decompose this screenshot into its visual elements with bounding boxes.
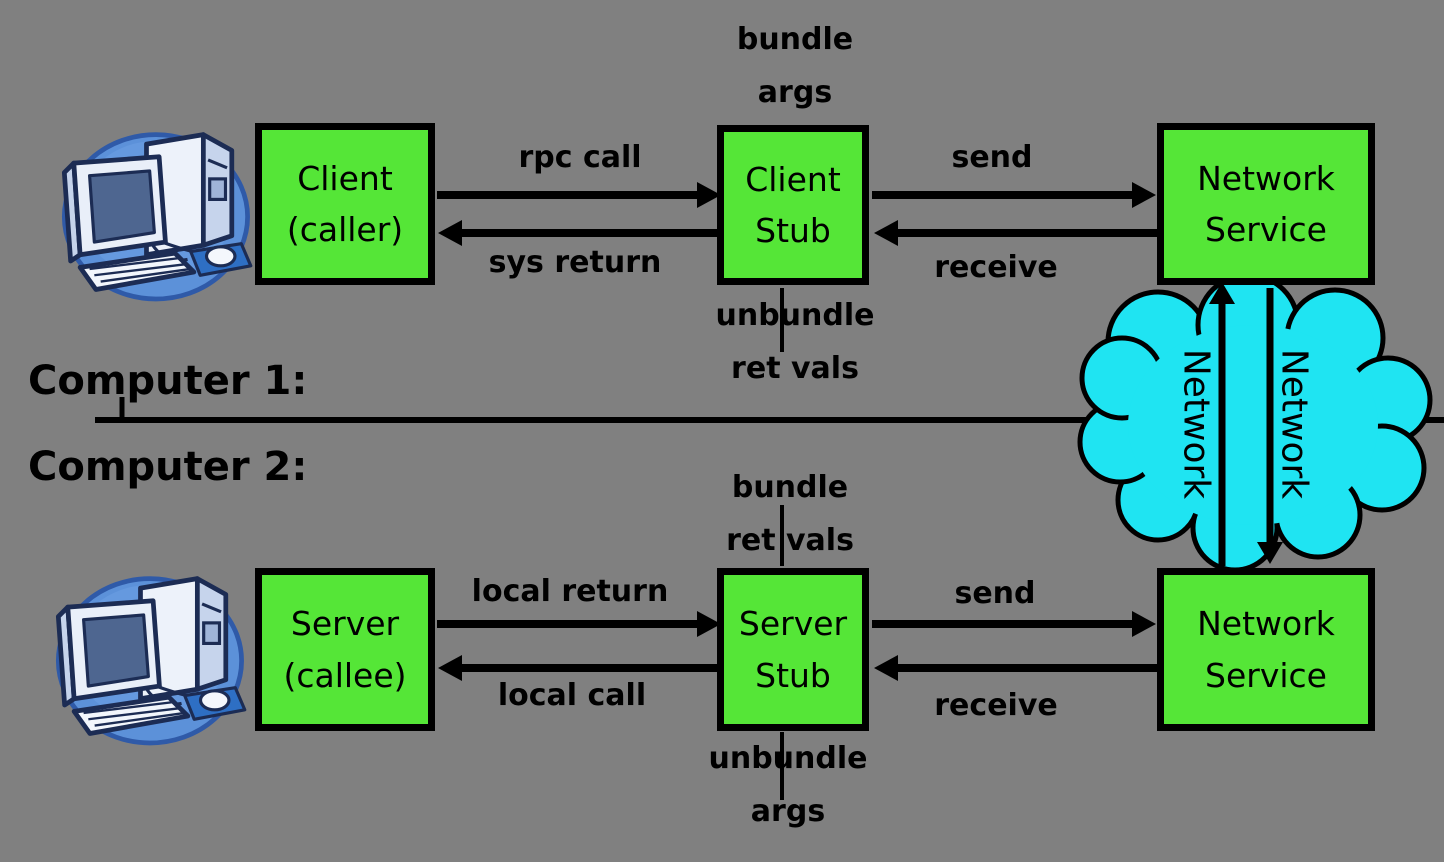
server-stub-line2: Stub xyxy=(755,655,831,695)
client-stub-box: Client Stub xyxy=(717,125,869,285)
arrow-local-call xyxy=(438,655,718,681)
server-stub-line1: Server xyxy=(738,604,848,644)
unbundle-args-label: unbundle args xyxy=(708,741,868,829)
network-service-top-box: Network Service xyxy=(1157,123,1375,285)
computer-1-label: Computer 1: xyxy=(28,358,308,404)
server-box-line1: Server xyxy=(290,604,400,644)
computer-icon-top xyxy=(64,135,250,299)
local-return-label: local return xyxy=(471,574,669,609)
arrow-sys-return xyxy=(438,220,718,246)
bundle-args-label: bundle args xyxy=(736,22,854,110)
arrow-rpc-call xyxy=(437,182,721,208)
client-box: Client (caller) xyxy=(255,123,435,285)
arrow-network-up xyxy=(1209,282,1235,566)
network-right-label: Network xyxy=(1273,348,1315,500)
rpc-call-label: rpc call xyxy=(518,140,642,175)
unbundle-ret-vals-label: unbundle ret vals xyxy=(715,298,875,386)
receive-bottom-label: receive xyxy=(934,688,1058,723)
network-service-top-line2: Service xyxy=(1205,210,1327,249)
receive-top-label: receive xyxy=(934,250,1058,285)
client-box-line1: Client xyxy=(297,158,393,198)
local-call-label: local call xyxy=(497,678,647,713)
arrow-send-top xyxy=(872,182,1156,208)
send-bottom-label: send xyxy=(954,576,1036,611)
arrow-receive-top xyxy=(874,220,1157,246)
sys-return-label: sys return xyxy=(488,245,662,280)
network-cloud xyxy=(1077,272,1433,573)
computer-icon-bottom xyxy=(58,579,244,743)
send-top-label: send xyxy=(951,140,1033,175)
network-service-bottom-box: Network Service xyxy=(1157,568,1375,731)
arrow-local-return xyxy=(437,611,721,637)
server-stub-box: Server Stub xyxy=(717,568,869,731)
network-service-top-line1: Network xyxy=(1197,158,1335,198)
client-stub-line2: Stub xyxy=(755,211,831,250)
arrow-receive-bottom xyxy=(874,655,1157,681)
client-box-line2: (caller) xyxy=(286,210,404,249)
client-stub-line1: Client xyxy=(745,159,841,199)
server-box: Server (callee) xyxy=(255,568,435,731)
arrow-network-down xyxy=(1257,288,1283,564)
bundle-ret-vals-label: bundle ret vals xyxy=(726,470,854,558)
network-service-bottom-line1: Network xyxy=(1197,604,1335,644)
arrow-send-bottom xyxy=(872,611,1156,637)
network-service-bottom-line2: Service xyxy=(1205,655,1327,695)
server-box-line2: (callee) xyxy=(283,655,407,695)
computer-2-label: Computer 2: xyxy=(28,444,308,490)
network-left-label: Network xyxy=(1175,348,1217,500)
